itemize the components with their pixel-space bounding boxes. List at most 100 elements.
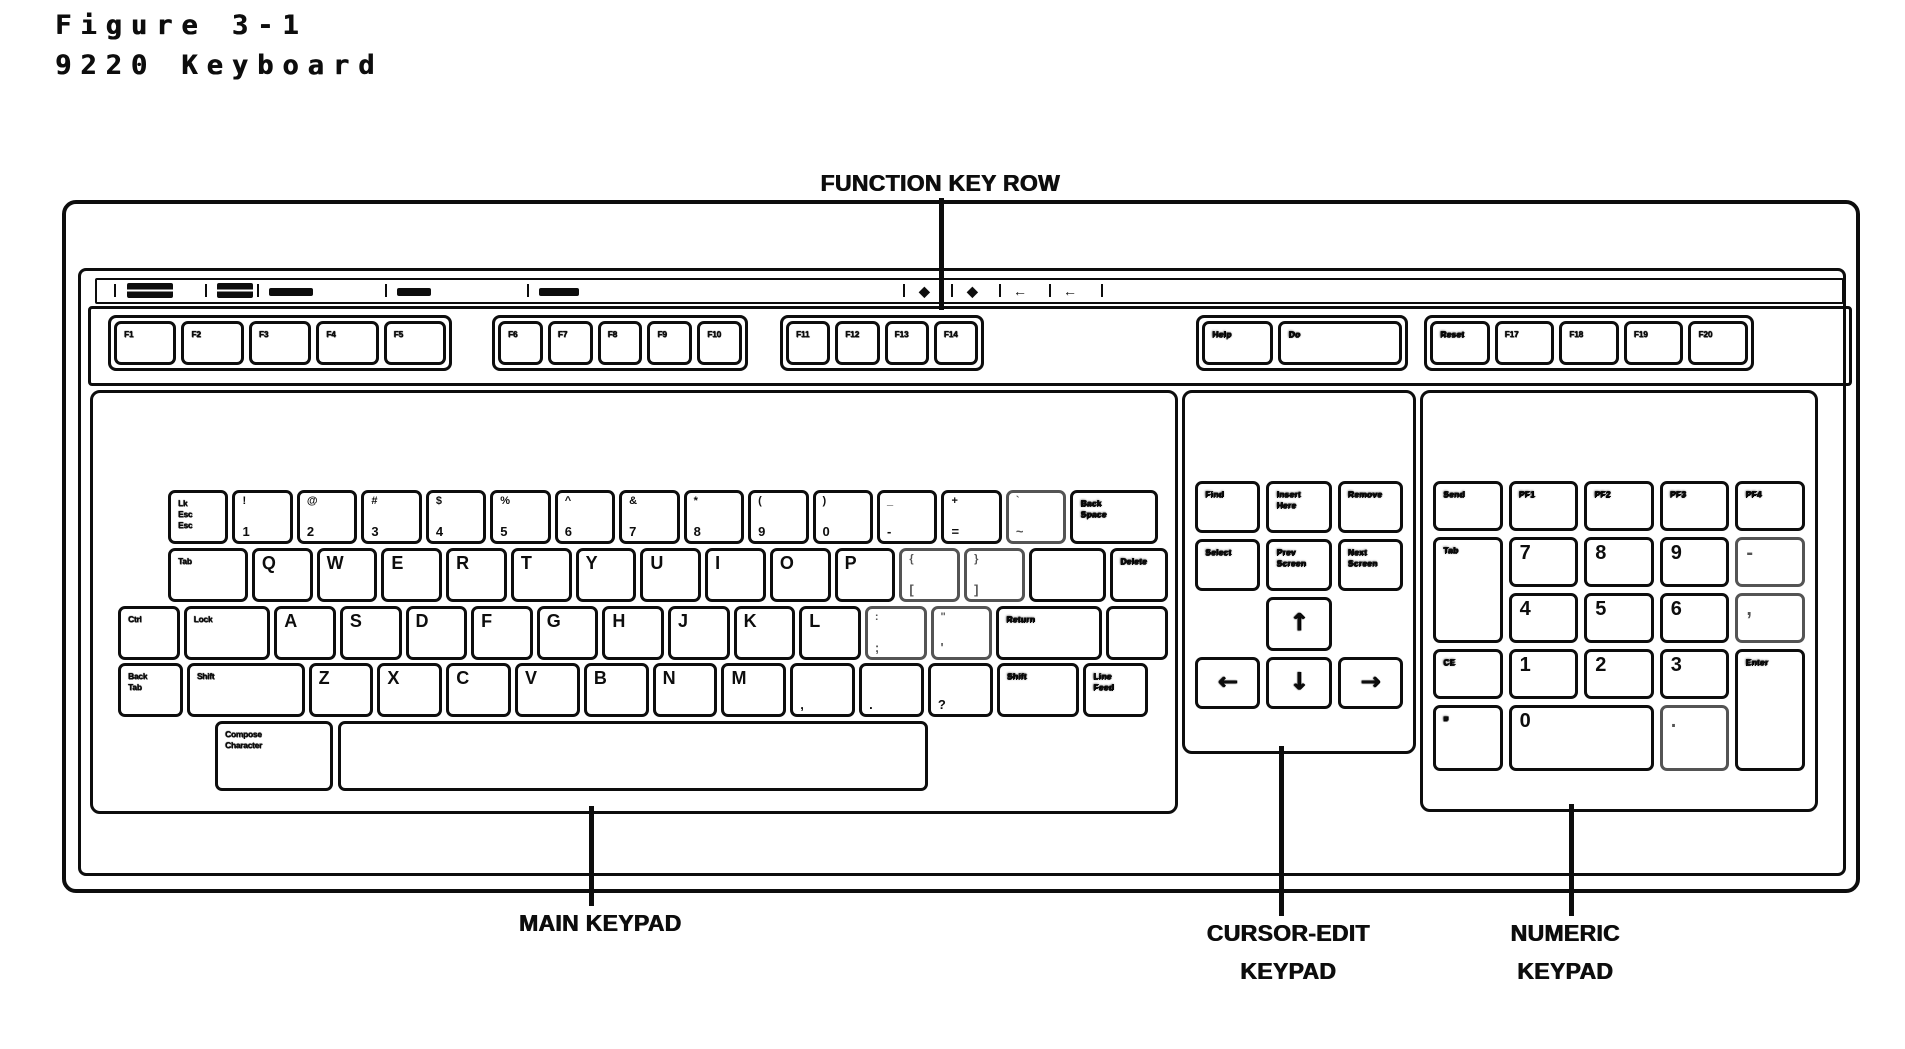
key-1: !1 (232, 490, 293, 544)
key-return: Return (996, 606, 1103, 660)
figure-name: 9220 Keyboard (55, 50, 384, 81)
key-ctrl: Ctrl (118, 606, 180, 660)
keyboard-face (78, 268, 1846, 876)
key-f12: F12 (835, 321, 880, 365)
key-reset: Reset (1430, 321, 1490, 365)
numeric-keypad-callout-line2: KEYPAD (1517, 958, 1613, 984)
key-2: 2 (1584, 649, 1654, 699)
key-8: 8 (1584, 537, 1654, 587)
figure-title: Figure 3-1 9220 Keyboard (55, 6, 383, 86)
key-blank: . (1659, 705, 1730, 771)
key-h: H (602, 606, 665, 660)
key-blank: `~ (1005, 490, 1067, 544)
key-f8: F8 (597, 321, 643, 365)
indicator-tick (903, 284, 905, 297)
key-s: S (339, 606, 402, 660)
key-blank: . (859, 663, 924, 717)
key-r: R (446, 548, 507, 602)
key-f10: F10 (697, 321, 742, 365)
key-u: U (640, 548, 702, 602)
key-help: Help (1202, 321, 1274, 365)
key-f13: F13 (884, 321, 929, 365)
key-f19: F19 (1623, 321, 1684, 365)
key-5: 5 (1584, 593, 1654, 643)
key-4: 4 (1508, 593, 1579, 643)
indicator-tick (257, 284, 259, 297)
key-blank: , (790, 663, 856, 717)
key-blank: - (1735, 537, 1805, 587)
key-blank: }] (964, 548, 1025, 602)
key-blank: _- (876, 490, 938, 544)
key-3: #3 (361, 490, 422, 544)
key-v: V (515, 663, 580, 717)
key-blank: ? (927, 663, 993, 717)
key-f: F (471, 606, 533, 660)
indicator-blob2 (217, 283, 253, 298)
indicator-tick (205, 284, 207, 297)
key-f11: F11 (786, 321, 831, 365)
key-blank: :; (864, 606, 927, 660)
key-5: %5 (490, 490, 551, 544)
key-n: N (652, 663, 718, 717)
key-8: *8 (683, 490, 745, 544)
figure-number: Figure 3-1 (55, 10, 308, 41)
cursor-keypad-callout-line2: KEYPAD (1240, 958, 1336, 984)
key-send: Send (1433, 481, 1503, 531)
indicator-strip: ◆◆←← (95, 278, 1844, 304)
cursor-keypad-callout-line1: CURSOR-EDIT (1206, 920, 1370, 946)
key-z: Z (308, 663, 374, 717)
key-find: Find (1195, 481, 1261, 533)
key-tab: Tab (168, 548, 248, 602)
key-f18: F18 (1559, 321, 1619, 365)
key-x: X (377, 663, 443, 717)
indicator-tick (999, 284, 1001, 297)
numeric-keypad-callout-line1: NUMERIC (1510, 920, 1620, 946)
indicator-tick (951, 284, 953, 297)
key-blank: , (1735, 593, 1805, 643)
indicator-tick (1049, 284, 1051, 297)
key-b: B (583, 663, 649, 717)
key-delete: Delete (1110, 548, 1169, 602)
key-2: @2 (296, 490, 358, 544)
key-4: $4 (425, 490, 487, 544)
key-m: M (721, 663, 787, 717)
function-row-leader-line (939, 198, 944, 310)
key-do: Do (1278, 321, 1402, 365)
key-pf4: PF4 (1735, 481, 1805, 531)
key-y: Y (575, 548, 637, 602)
space-bar-key (338, 721, 928, 791)
key-f9: F9 (647, 321, 693, 365)
key-e: E (381, 548, 443, 602)
up-arrow-key: ↑ (1266, 597, 1332, 651)
key-3: 3 (1659, 649, 1730, 699)
blank-key (1028, 548, 1107, 602)
key-enter: Enter (1735, 649, 1805, 771)
key-ce: CE (1433, 649, 1503, 699)
main-keypad-callout: MAIN KEYPAD (518, 910, 682, 936)
key-9: (9 (748, 490, 809, 544)
right-arrow-key: → (1337, 657, 1403, 709)
key-c: C (446, 663, 511, 717)
key-f4: F4 (316, 321, 379, 365)
key-select: Select (1195, 539, 1261, 591)
key-f6: F6 (498, 321, 543, 365)
key-f17: F17 (1494, 321, 1555, 365)
indicator-tick (385, 284, 387, 297)
key-blank: += (941, 490, 1002, 544)
key-shift: Shift (996, 663, 1080, 717)
diamond-icon: ◆ (967, 283, 978, 299)
